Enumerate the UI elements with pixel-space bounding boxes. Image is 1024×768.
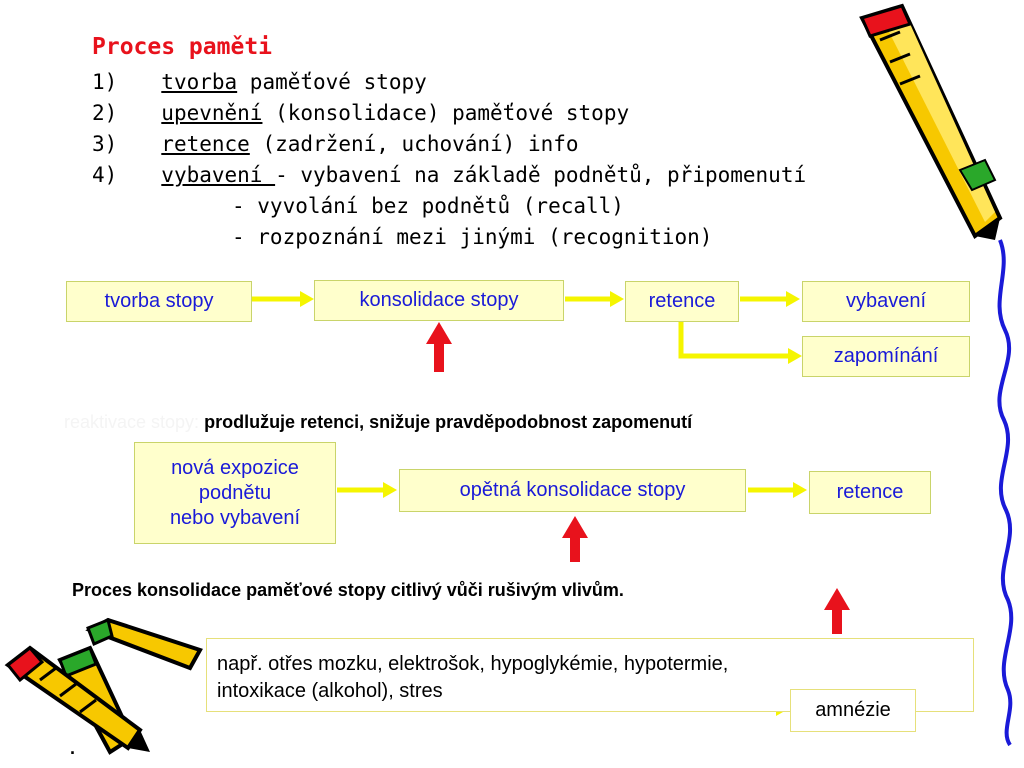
nova-expozice-line-1: nová expozice: [171, 456, 299, 479]
box-opetna-konsolidace: opětná konsolidace stopy: [399, 469, 746, 512]
trailing-dot: .: [70, 738, 76, 758]
list-rest: - vybavení na základě podnětů, připomenu…: [275, 163, 807, 187]
sub-item-recognition: - rozpoznání mezi jinými (recognition): [232, 225, 713, 249]
list-term: vybavení: [161, 163, 276, 187]
list-number: 3): [92, 132, 118, 156]
nova-expozice-line-2: podnětu: [198, 481, 272, 504]
list-number: 4): [92, 163, 118, 187]
reactivation-line: reaktivace stopy: prodlužuje retenci, sn…: [64, 412, 692, 433]
examples-line-2: intoxikace (alkohol), stres: [217, 680, 443, 702]
list-item-2: 2) upevnění (konsolidace) paměťové stopy: [92, 101, 629, 125]
nova-expozice-line-3: nebo vybavení: [169, 506, 301, 529]
blue-squiggle-decoration: [997, 239, 1014, 747]
list-term: tvorba: [161, 70, 238, 94]
reactivation-label: reaktivace stopy:: [64, 412, 200, 432]
box-retence: retence: [625, 281, 739, 322]
list-rest: (konsolidace) paměťové stopy: [262, 101, 630, 125]
sub-item-recall: - vyvolání bez podnětů (recall): [232, 194, 624, 218]
examples-line-1: např. otřes mozku, elektrošok, hypoglyké…: [217, 653, 729, 675]
box-nova-expozice: nová expozice podnětu nebo vybavení: [134, 442, 336, 544]
red-up-arrow-2: [562, 516, 588, 562]
flow2-arrow-1: [337, 482, 397, 498]
list-item-3: 3) retence (zadržení, uchování) info: [92, 132, 579, 156]
red-up-arrow-1: [426, 322, 452, 372]
list-rest: (zadržení, uchování) info: [249, 132, 579, 156]
box-vybaveni: vybavení: [802, 281, 970, 322]
list-number: 2): [92, 101, 118, 125]
red-up-arrow-3: [824, 588, 850, 634]
box-zapominani: zapomínání: [802, 336, 970, 377]
sensitivity-statement: Proces konsolidace paměťové stopy citliv…: [72, 580, 624, 600]
reactivation-text: prodlužuje retenci, snižuje pravděpodobn…: [204, 412, 693, 432]
list-item-1: 1) tvorba paměťové stopy: [92, 70, 427, 94]
box-retence-2: retence: [809, 471, 931, 514]
flow1-arrow-1: [252, 291, 314, 307]
list-item-4: 4) vybavení - vybavení na základě podnětů…: [92, 163, 806, 187]
flow1-arrow-zapominani: [678, 322, 802, 364]
pencil-top-right-icon: [859, 3, 1003, 240]
flow1-arrow-2: [565, 291, 624, 307]
box-amnezie: amnézie: [790, 689, 916, 732]
list-number: 1): [92, 70, 118, 94]
list-term: retence: [161, 132, 250, 156]
list-term: upevnění: [161, 101, 263, 125]
list-rest: paměťové stopy: [237, 70, 427, 94]
slide-title: Proces paměti: [92, 34, 273, 60]
box-tvorba-stopy: tvorba stopy: [66, 281, 252, 322]
flow2-arrow-2: [748, 482, 807, 498]
box-konsolidace-stopy: konsolidace stopy: [314, 280, 564, 321]
flow1-arrow-3: [740, 291, 800, 307]
pencils-bottom-left-icon: [4, 617, 203, 755]
